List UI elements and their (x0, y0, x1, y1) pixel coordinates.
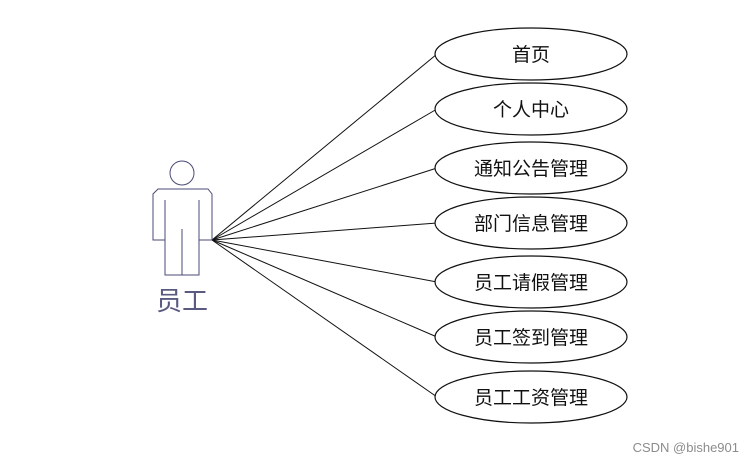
association-line-personal-center (211, 108, 438, 241)
watermark: CSDN @bishe901 (632, 440, 739, 455)
use-case-label: 部门信息管理 (474, 213, 588, 235)
actor-label: 员工 (156, 287, 208, 317)
association-line-notice-management (211, 167, 438, 241)
use-case-personal-center: 个人中心 (434, 82, 628, 136)
use-case-department-info-management: 部门信息管理 (434, 196, 628, 250)
association-line-sign-in-management (211, 239, 438, 338)
use-case-salary-management: 员工工资管理 (434, 370, 628, 424)
use-case-leave-request-management: 员工请假管理 (434, 255, 628, 309)
use-case-ellipse (434, 27, 628, 81)
use-case-label: 员工请假管理 (474, 272, 588, 294)
use-case-ellipse (434, 370, 628, 424)
use-case-label: 通知公告管理 (474, 158, 588, 180)
association-lines (211, 53, 438, 398)
use-case-notice-management: 通知公告管理 (434, 141, 628, 195)
use-case-ellipse (434, 310, 628, 364)
use-case-ellipse (434, 82, 628, 136)
use-case-home: 首页 (434, 27, 628, 81)
association-line-salary-management (211, 239, 438, 398)
use-case-label: 员工工资管理 (474, 387, 588, 409)
association-line-department-info-management (211, 222, 438, 241)
actor-figure (152, 160, 213, 276)
actor-head (169, 160, 195, 186)
use-case-ellipse (434, 255, 628, 309)
use-case-ellipse (434, 196, 628, 250)
use-case-label: 首页 (512, 44, 550, 66)
use-case-label: 员工签到管理 (474, 327, 588, 349)
use-case-sign-in-management: 员工签到管理 (434, 310, 628, 364)
use-case-ellipse (434, 141, 628, 195)
association-line-leave-request-management (211, 239, 438, 283)
use-case-label: 个人中心 (493, 99, 569, 121)
association-line-home (211, 53, 438, 241)
